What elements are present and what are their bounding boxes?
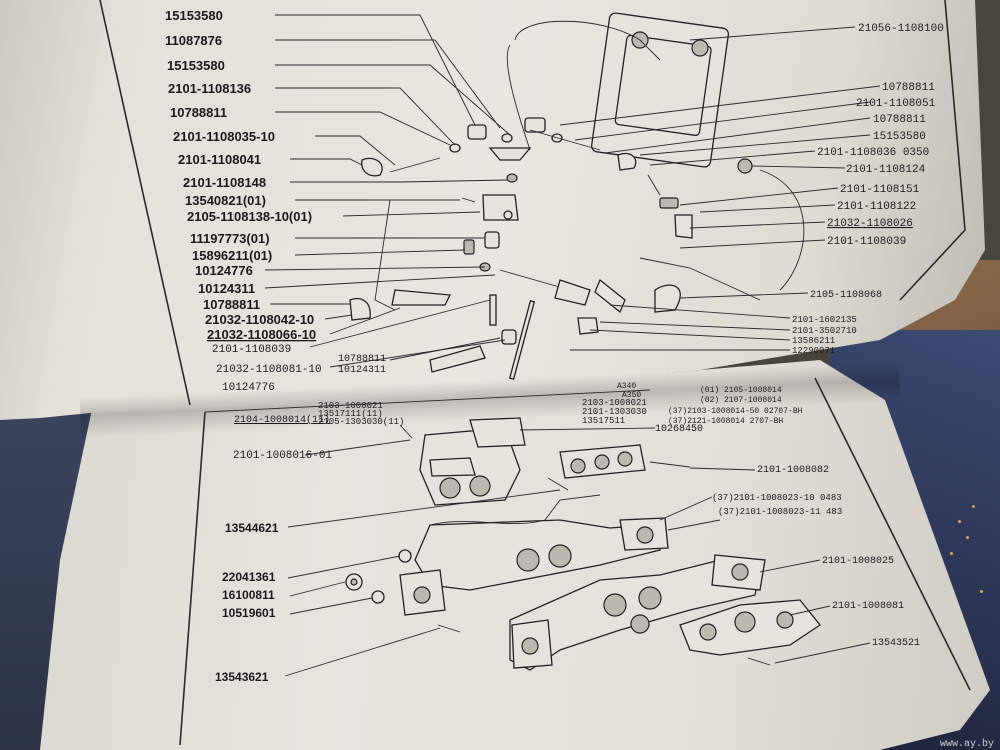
label-part: 10788811 xyxy=(170,105,227,120)
label-part: 13543621 xyxy=(215,670,269,684)
label-part: 13544621 xyxy=(225,521,279,535)
label-part: 10788811 xyxy=(203,297,260,312)
carburetor-drawing xyxy=(506,12,805,291)
top-left-leaders xyxy=(264,14,511,368)
label-part: 10788811 xyxy=(338,354,386,365)
label-part: 16100811 xyxy=(222,588,275,602)
label-part: 2101-1108124 xyxy=(846,164,926,176)
label-part: 13517511 xyxy=(582,416,625,426)
bottom-frame-left xyxy=(179,411,206,746)
label-part: 2101-1303030 xyxy=(582,407,647,417)
label-part: 10124311 xyxy=(338,365,386,376)
label-part: A340 xyxy=(617,382,636,391)
label-part: 15153580 xyxy=(167,58,225,73)
top-right-labels: 21056-1108100 10788811 2101-1108051 1078… xyxy=(792,23,944,356)
label-part: 2105-1303030(11) xyxy=(318,417,404,427)
label-part: 11197773(01) xyxy=(190,231,270,246)
label-part: (02) 2107-1008014 xyxy=(700,396,782,405)
label-part: (01) 2105-1008014 xyxy=(700,386,782,395)
bottom-labels: 10268450 2101-1008016-01 2101-1008082 (3… xyxy=(215,424,920,684)
label-part: 2103-1008021 xyxy=(582,398,647,408)
bottom-header-labels: 2104-1008014(11) 2103-1008021 13517111(1… xyxy=(234,382,647,427)
label-part: 22041361 xyxy=(222,570,276,584)
label-part: 2101-1602135 xyxy=(792,315,857,325)
label-part: A350 xyxy=(622,391,641,400)
label-part: (37)2101-1008023-11 483 xyxy=(718,507,842,517)
top-frame-right xyxy=(899,0,966,301)
label-part: 21032-1108081-10 xyxy=(216,364,322,376)
top-center-labels: 10788811 10124311 xyxy=(338,354,386,376)
label-part: 2101-1108041 xyxy=(178,152,261,167)
label-part: 2101-1108151 xyxy=(840,184,920,196)
label-part: (37)2121-1008014 2707-ВН xyxy=(668,417,783,426)
label-part: 2101-3502710 xyxy=(792,326,857,336)
bottom-frame-top xyxy=(204,389,651,413)
label-part: 2101-1108122 xyxy=(837,201,916,213)
label-part: 2104-1008014(11) xyxy=(234,414,330,426)
label-part: 2101-1108136 xyxy=(168,81,251,96)
label-part: 2101-1108036 0350 xyxy=(817,147,929,159)
label-part: 2101-1008025 xyxy=(822,556,894,567)
label-part: 2103-1008021 xyxy=(318,401,383,411)
top-left-labels: 15153580 11087876 15153580 2101-1108136 … xyxy=(165,8,322,394)
label-part: 21032-1108042-10 xyxy=(205,312,314,327)
label-part: 13543521 xyxy=(872,638,920,649)
label-part: 2101-1008082 xyxy=(757,465,829,476)
top-frame-left xyxy=(99,0,191,406)
label-part: 15153580 xyxy=(873,131,926,143)
label-part: 2101-1008016-01 xyxy=(233,450,332,462)
label-part: 10124776 xyxy=(222,382,275,394)
label-part: 10519601 xyxy=(222,606,276,620)
label-part: 2101-1108035-10 xyxy=(173,129,275,144)
label-part: 13517111(11) xyxy=(318,409,383,419)
label-part: (37)2103-1008014-50 02707-ВН xyxy=(668,407,803,416)
top-right-leaders xyxy=(559,26,881,351)
label-part: 12290071 xyxy=(792,346,835,356)
label-part: 10268450 xyxy=(655,424,703,435)
label-part: 2101-1008081 xyxy=(832,601,904,612)
label-part: 10124311 xyxy=(198,281,255,296)
label-part: 2101-1108039 xyxy=(827,236,906,248)
label-part: 2105-1108138-10(01) xyxy=(187,209,312,224)
manifold-drawings xyxy=(345,417,821,671)
bottom-right-header: (01) 2105-1008014 (02) 2107-1008014 (37)… xyxy=(668,386,803,426)
watermark: www.ay.by xyxy=(940,738,994,750)
label-part: 2101-1108051 xyxy=(856,98,936,110)
label-part: 2101-1108039 xyxy=(212,344,291,356)
label-part: 15153580 xyxy=(165,8,223,23)
label-part: (37)2101-1008023-10 0483 xyxy=(712,493,842,503)
label-part: 21056-1108100 xyxy=(858,23,944,35)
label-part: 10788811 xyxy=(873,114,926,126)
label-part: 11087876 xyxy=(165,33,222,48)
label-part: 10788811 xyxy=(882,82,935,94)
label-part: 10124776 xyxy=(195,263,253,278)
label-part: 2101-1108148 xyxy=(183,175,266,190)
label-part: 21032-1108066-10 xyxy=(207,327,316,342)
bottom-frame-right xyxy=(814,377,971,691)
label-part: 13586211 xyxy=(792,336,835,346)
bottom-leaders xyxy=(284,427,871,677)
linkage-parts xyxy=(349,117,761,380)
label-part: 13540821(01) xyxy=(185,193,266,208)
label-part: 2105-1108068 xyxy=(810,290,882,301)
label-part: 15896211(01) xyxy=(192,248,272,263)
label-part: 21032-1108026 xyxy=(827,218,913,230)
